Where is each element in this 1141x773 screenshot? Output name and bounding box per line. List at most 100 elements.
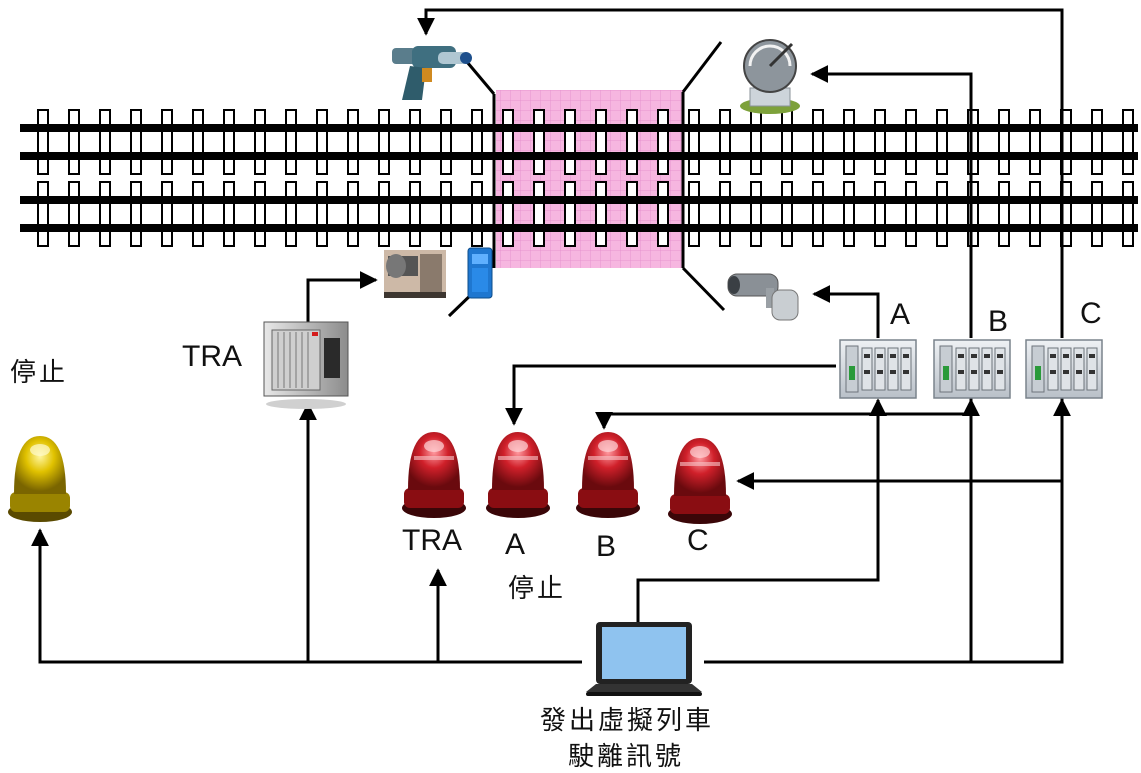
stop-label-left: 停止 — [10, 352, 68, 389]
beacon-label-a: A — [505, 528, 525, 562]
track-sleeper — [286, 110, 296, 174]
wire-laptop-to-yellow-beacon — [40, 530, 582, 662]
track-sleeper — [410, 182, 420, 246]
track-sleeper — [627, 182, 637, 246]
track-sleeper — [720, 182, 730, 246]
red-beacon-b — [576, 432, 640, 518]
track-sleeper — [844, 110, 854, 174]
track-sleeper — [1092, 182, 1102, 246]
track-sleeper — [224, 110, 234, 174]
track-sleeper — [720, 110, 730, 174]
track-sleeper — [751, 110, 761, 174]
wire-c-to-beacon-c — [738, 398, 1062, 481]
track-sleeper — [317, 182, 327, 246]
track-sleeper — [689, 182, 699, 246]
track-sleeper — [379, 110, 389, 174]
track-sleeper — [782, 110, 792, 174]
track-sleeper — [410, 110, 420, 174]
beacon-label-tra: TRA — [402, 524, 462, 558]
track-sleeper — [255, 110, 265, 174]
track-sleeper — [658, 110, 668, 174]
switch-label-b: B — [988, 305, 1008, 339]
red-beacon-c — [668, 438, 732, 524]
stop-label-center: 停止 — [508, 568, 566, 605]
track-sleeper — [1030, 182, 1040, 246]
track-sleeper — [813, 110, 823, 174]
red-beacon-tra — [402, 432, 466, 518]
track-sleeper — [1123, 110, 1133, 174]
track-sleeper — [193, 182, 203, 246]
track-sleeper — [875, 110, 885, 174]
track-sleeper — [534, 110, 544, 174]
track-sleeper — [906, 110, 916, 174]
track-sleeper — [596, 182, 606, 246]
track-sleeper — [162, 182, 172, 246]
track-sleeper — [69, 182, 79, 246]
gate-barrier-icon — [384, 250, 446, 298]
wire-laptop-to-switch-c — [704, 400, 1062, 662]
track-sleeper — [38, 182, 48, 246]
laptop-caption-line2: 駛離訊號 — [568, 736, 684, 773]
track-sleeper — [100, 110, 110, 174]
track-sleeper — [472, 182, 482, 246]
track-sleeper — [844, 182, 854, 246]
crossing-zone — [496, 90, 684, 268]
track-sleeper — [596, 110, 606, 174]
track-sleeper — [441, 110, 451, 174]
blue-sensor-icon — [468, 248, 492, 298]
security-camera-icon — [728, 274, 798, 320]
track-sleeper — [782, 182, 792, 246]
track-sleeper — [751, 182, 761, 246]
track-sleeper — [689, 110, 699, 174]
track-sleeper — [627, 110, 637, 174]
radar-dish-icon — [740, 40, 800, 114]
industrial-switch-c — [1026, 340, 1102, 398]
spray-gun-icon — [392, 46, 472, 100]
track-sleeper — [937, 110, 947, 174]
track-sleeper — [906, 182, 916, 246]
track-sleeper — [565, 182, 575, 246]
switch-label-a: A — [890, 298, 910, 332]
red-beacon-a — [486, 432, 550, 518]
track-sleeper — [503, 110, 513, 174]
track-sleeper — [472, 110, 482, 174]
track-sleeper — [286, 182, 296, 246]
beacon-label-c: C — [687, 524, 709, 558]
track-sleeper — [379, 182, 389, 246]
wire-b-to-beacon-b — [604, 398, 971, 428]
track-sleeper — [534, 182, 544, 246]
laptop-caption-line1: 發出虛擬列車 — [540, 700, 714, 737]
track-sleeper — [100, 182, 110, 246]
switch-label-c: C — [1080, 297, 1102, 331]
track-sleeper — [875, 182, 885, 246]
wire-a-to-camera — [814, 294, 878, 338]
track-sleeper — [69, 110, 79, 174]
track-sleeper — [162, 110, 172, 174]
wire-server-to-gate — [308, 280, 376, 322]
industrial-switch-a — [840, 340, 916, 398]
track-sleeper — [348, 110, 358, 174]
industrial-switch-b — [934, 340, 1010, 398]
track-sleeper — [255, 182, 265, 246]
track-sleeper — [38, 110, 48, 174]
track-sleeper — [565, 110, 575, 174]
track-sleeper — [1092, 110, 1102, 174]
track-sleeper — [658, 182, 668, 246]
track-sleeper — [999, 182, 1009, 246]
track-sleeper — [937, 182, 947, 246]
track-sleeper — [1030, 110, 1040, 174]
track-sleeper — [348, 182, 358, 246]
track-sleeper — [441, 182, 451, 246]
server-label-tra: TRA — [182, 340, 242, 374]
track-sleeper — [224, 182, 234, 246]
track-sleeper — [131, 182, 141, 246]
yellow-beacon-icon — [8, 436, 72, 522]
track-sleeper — [999, 110, 1009, 174]
laptop-icon — [586, 622, 702, 696]
track-sleeper — [503, 182, 513, 246]
track-sleeper — [317, 110, 327, 174]
track-sleeper — [813, 182, 823, 246]
server-icon — [264, 322, 348, 409]
track-sleeper — [1123, 182, 1133, 246]
